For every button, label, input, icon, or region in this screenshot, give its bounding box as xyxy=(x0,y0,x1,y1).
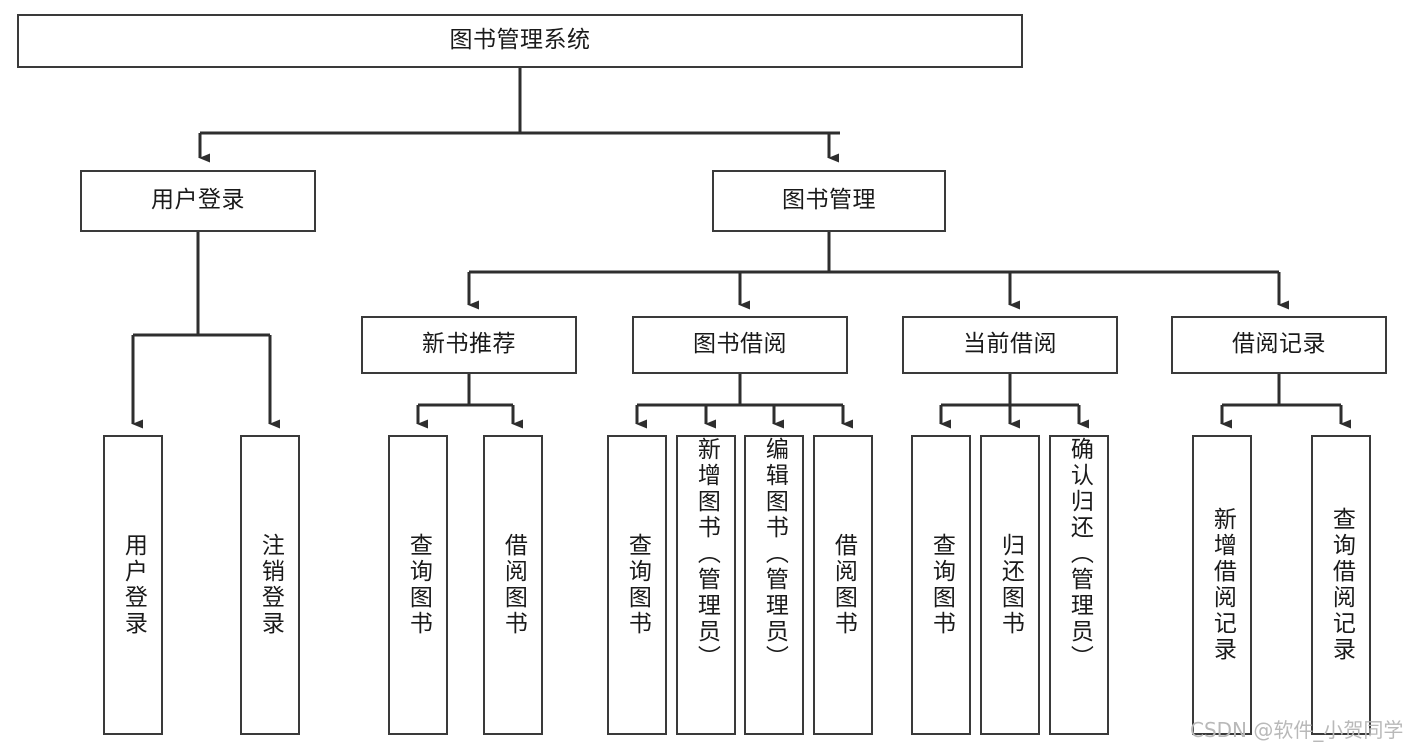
node-new-book-recommend-label: 新书推荐 xyxy=(422,331,516,358)
node-leaf-user-login-label: 用户登录 xyxy=(120,533,147,637)
node-leaf-confirm-return[interactable]: 确认归还（管理员） xyxy=(1049,435,1109,735)
node-leaf-user-logout-label: 注销登录 xyxy=(257,533,284,637)
node-leaf-borrow-book-2[interactable]: 借阅图书 xyxy=(813,435,873,735)
node-leaf-query-book-3[interactable]: 查询图书 xyxy=(911,435,971,735)
node-current-borrow[interactable]: 当前借阅 xyxy=(902,316,1118,374)
node-borrow-record[interactable]: 借阅记录 xyxy=(1171,316,1387,374)
node-root[interactable]: 图书管理系统 xyxy=(17,14,1023,68)
node-leaf-add-record-label: 新增借阅记录 xyxy=(1209,507,1236,663)
node-leaf-add-record[interactable]: 新增借阅记录 xyxy=(1192,435,1252,735)
node-leaf-user-login[interactable]: 用户登录 xyxy=(103,435,163,735)
node-leaf-query-book-2[interactable]: 查询图书 xyxy=(607,435,667,735)
node-leaf-query-book-1-label: 查询图书 xyxy=(405,533,432,637)
node-leaf-borrow-book-1[interactable]: 借阅图书 xyxy=(483,435,543,735)
node-root-label: 图书管理系统 xyxy=(449,27,591,54)
node-current-borrow-label: 当前借阅 xyxy=(963,331,1057,358)
node-leaf-user-logout[interactable]: 注销登录 xyxy=(240,435,300,735)
node-leaf-edit-book-label: 编辑图书（管理员） xyxy=(761,437,788,671)
node-leaf-query-book-3-label: 查询图书 xyxy=(928,533,955,637)
node-user-login-label: 用户登录 xyxy=(151,187,245,214)
node-leaf-borrow-book-1-label: 借阅图书 xyxy=(500,533,527,637)
node-user-login[interactable]: 用户登录 xyxy=(80,170,316,232)
node-book-manage-label: 图书管理 xyxy=(782,187,876,214)
node-leaf-query-book-1[interactable]: 查询图书 xyxy=(388,435,448,735)
node-leaf-edit-book[interactable]: 编辑图书（管理员） xyxy=(744,435,804,735)
node-leaf-return-book-label: 归还图书 xyxy=(997,533,1024,637)
node-leaf-confirm-return-label: 确认归还（管理员） xyxy=(1066,437,1093,671)
node-leaf-query-record-label: 查询借阅记录 xyxy=(1328,507,1355,663)
node-new-book-recommend[interactable]: 新书推荐 xyxy=(361,316,577,374)
csdn-watermark: CSDN @软件_小贺同学 xyxy=(1190,718,1404,742)
node-leaf-query-record[interactable]: 查询借阅记录 xyxy=(1311,435,1371,735)
node-leaf-add-book-label: 新增图书（管理员） xyxy=(693,437,720,671)
node-book-borrow-label: 图书借阅 xyxy=(693,331,787,358)
node-leaf-add-book[interactable]: 新增图书（管理员） xyxy=(676,435,736,735)
node-borrow-record-label: 借阅记录 xyxy=(1232,331,1326,358)
node-leaf-borrow-book-2-label: 借阅图书 xyxy=(830,533,857,637)
node-leaf-query-book-2-label: 查询图书 xyxy=(624,533,651,637)
node-book-borrow[interactable]: 图书借阅 xyxy=(632,316,848,374)
node-leaf-return-book[interactable]: 归还图书 xyxy=(980,435,1040,735)
node-book-manage[interactable]: 图书管理 xyxy=(712,170,946,232)
